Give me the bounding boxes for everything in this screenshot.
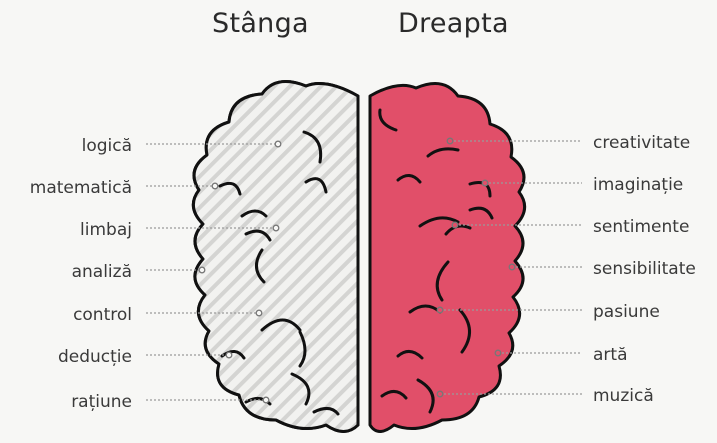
leader-dot-language — [273, 225, 279, 231]
leader-dot-creativity — [447, 138, 453, 144]
leader-dot-art — [495, 350, 501, 356]
leader-dot-mathematics — [212, 183, 218, 189]
leader-dot-music — [437, 391, 443, 397]
leader-dot-reasoning — [263, 397, 269, 403]
right-hemisphere — [370, 84, 525, 432]
leader-dot-analysis — [199, 267, 205, 273]
leader-dot-control — [256, 310, 262, 316]
leader-dot-imagination — [482, 180, 488, 186]
leader-dot-passion — [437, 307, 443, 313]
left-hemisphere-hatching — [193, 82, 358, 432]
leader-dot-feelings — [452, 222, 458, 228]
leader-dot-logic — [275, 141, 281, 147]
leader-dot-sensibility — [509, 264, 515, 270]
leader-dot-deduction — [226, 352, 232, 358]
